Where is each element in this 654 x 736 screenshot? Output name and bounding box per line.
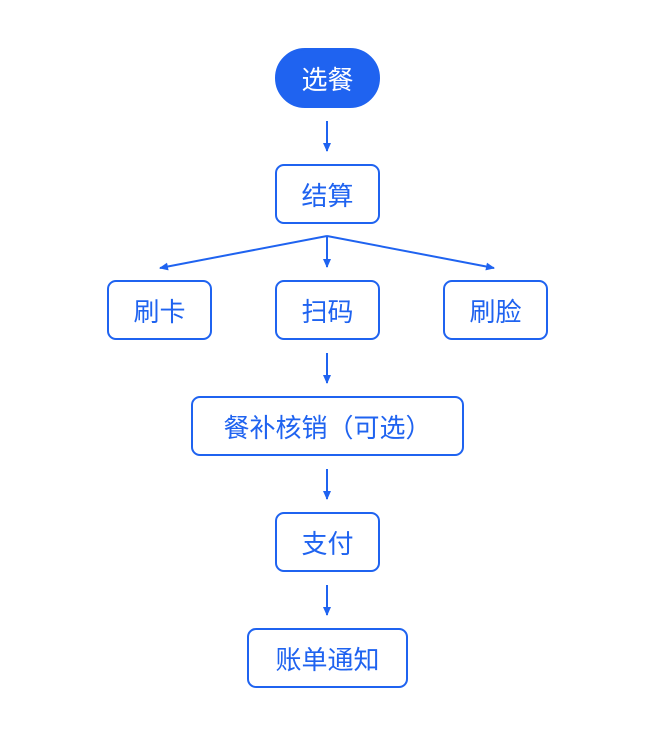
node-face-pay: 刷脸: [443, 280, 548, 340]
node-bill-notice: 账单通知: [247, 628, 408, 688]
node-scan-code: 扫码: [275, 280, 380, 340]
node-swipe-card: 刷卡: [107, 280, 212, 340]
node-pay: 支付: [275, 512, 380, 572]
node-checkout: 结算: [275, 164, 380, 224]
node-select-meal: 选餐: [275, 48, 380, 108]
arrow-checkout-to-face-pay: [326, 235, 495, 271]
arrow-checkout-to-swipe-card: [159, 235, 328, 271]
node-meal-subsidy: 餐补核销（可选）: [191, 396, 464, 456]
